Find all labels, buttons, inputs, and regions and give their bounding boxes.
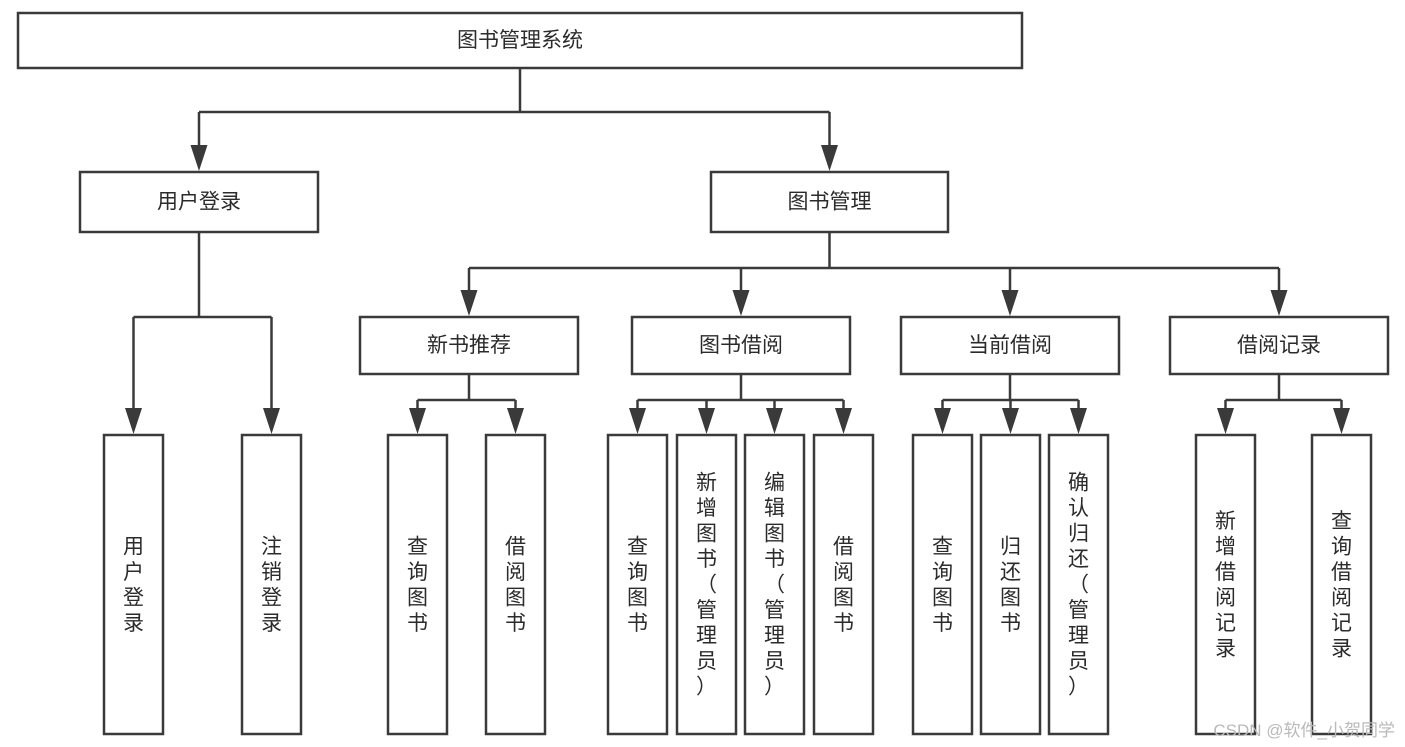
node-box [911,433,974,736]
arrow-head-icon [732,290,750,316]
node-l-user-login[interactable]: 用户登录 [102,433,165,736]
node-box [630,315,852,376]
node-label: 借阅图书 [833,535,854,635]
node-box [743,433,806,736]
node-label: 当前借阅 [968,334,1052,357]
node-box [606,433,669,736]
node-label: 确认归还（管理员） [1068,472,1089,699]
node-label: 查询图书 [932,535,953,635]
node-l-add-book[interactable]: 新增图书（管理员） [675,433,738,736]
node-label: 图书管理 [788,191,872,214]
node-l-return-book[interactable]: 归还图书 [979,433,1042,736]
arrow-head-icon [698,408,715,434]
node-label: 归还图书 [1000,535,1021,635]
node-label: 用户登录 [123,535,144,635]
node-box [979,433,1042,736]
node-n-user-login[interactable]: 用户登录 [78,170,320,234]
node-n-book-borrow[interactable]: 图书借阅 [630,315,852,376]
node-l-edit-book[interactable]: 编辑图书（管理员） [743,433,806,736]
node-n-new-book-rec[interactable]: 新书推荐 [358,315,580,376]
arrow-head-icon [1217,408,1234,434]
node-box [102,433,165,736]
node-box [484,433,547,736]
arrow-head-icon [125,408,142,434]
node-l-query-book-2[interactable]: 查询图书 [606,433,669,736]
node-label: 新增借阅记录 [1215,510,1236,661]
node-l-borrow-book-2[interactable]: 借阅图书 [812,433,875,736]
node-l-query-book-1[interactable]: 查询图书 [386,433,449,736]
node-box [812,433,875,736]
node-box [1168,315,1390,376]
node-label: 用户登录 [157,191,241,214]
arrow-head-icon [263,408,280,434]
arrow-head-icon [1070,408,1087,434]
nodes-layer: 图书管理系统用户登录图书管理新书推荐图书借阅当前借阅借阅记录用户登录注销登录查询… [16,11,1390,736]
node-label: 图书借阅 [699,334,783,357]
node-l-user-logout[interactable]: 注销登录 [240,433,303,736]
node-l-confirm-return[interactable]: 确认归还（管理员） [1047,433,1110,736]
node-l-query-record[interactable]: 查询借阅记录 [1310,433,1373,736]
node-box [78,170,320,234]
node-box [1047,433,1110,736]
node-n-current-borrow[interactable]: 当前借阅 [899,315,1121,376]
node-box [358,315,580,376]
arrow-head-icon [1002,408,1019,434]
node-box [16,11,1024,70]
node-box [709,170,950,234]
arrow-head-icon [934,408,951,434]
node-box [1310,433,1373,736]
arrow-head-icon [1270,290,1288,316]
node-l-query-book-3[interactable]: 查询图书 [911,433,974,736]
node-l-borrow-book-1[interactable]: 借阅图书 [484,433,547,736]
node-box [386,433,449,736]
arrow-head-icon [460,290,478,316]
node-label: 新书推荐 [427,334,511,357]
node-label: 查询图书 [627,535,648,635]
node-label: 借阅图书 [505,535,526,635]
node-box [240,433,303,736]
node-n-borrow-record[interactable]: 借阅记录 [1168,315,1390,376]
arrow-head-icon [507,408,524,434]
node-label: 图书管理系统 [457,29,583,52]
arrow-head-icon [1001,290,1019,316]
node-l-add-record[interactable]: 新增借阅记录 [1194,433,1257,736]
node-box [675,433,738,736]
arrow-head-icon [190,145,208,171]
arrow-head-icon [821,145,838,171]
node-root[interactable]: 图书管理系统 [16,11,1024,70]
arrow-head-icon [1333,408,1350,434]
arrow-head-icon [835,408,852,434]
node-label: 新增图书（管理员） [696,472,717,699]
arrow-head-icon [629,408,646,434]
watermark-text: CSDN @软件_小贺同学 [1213,721,1395,740]
arrow-head-icon [766,408,783,434]
node-box [1194,433,1257,736]
node-label: 查询借阅记录 [1331,510,1352,661]
node-label: 注销登录 [261,535,282,635]
node-label: 借阅记录 [1237,334,1321,357]
edges-layer [125,68,1350,434]
node-n-book-mgmt[interactable]: 图书管理 [709,170,950,234]
node-label: 编辑图书（管理员） [764,472,785,699]
node-label: 查询图书 [407,535,428,635]
node-box [899,315,1121,376]
arrow-head-icon [409,408,426,434]
